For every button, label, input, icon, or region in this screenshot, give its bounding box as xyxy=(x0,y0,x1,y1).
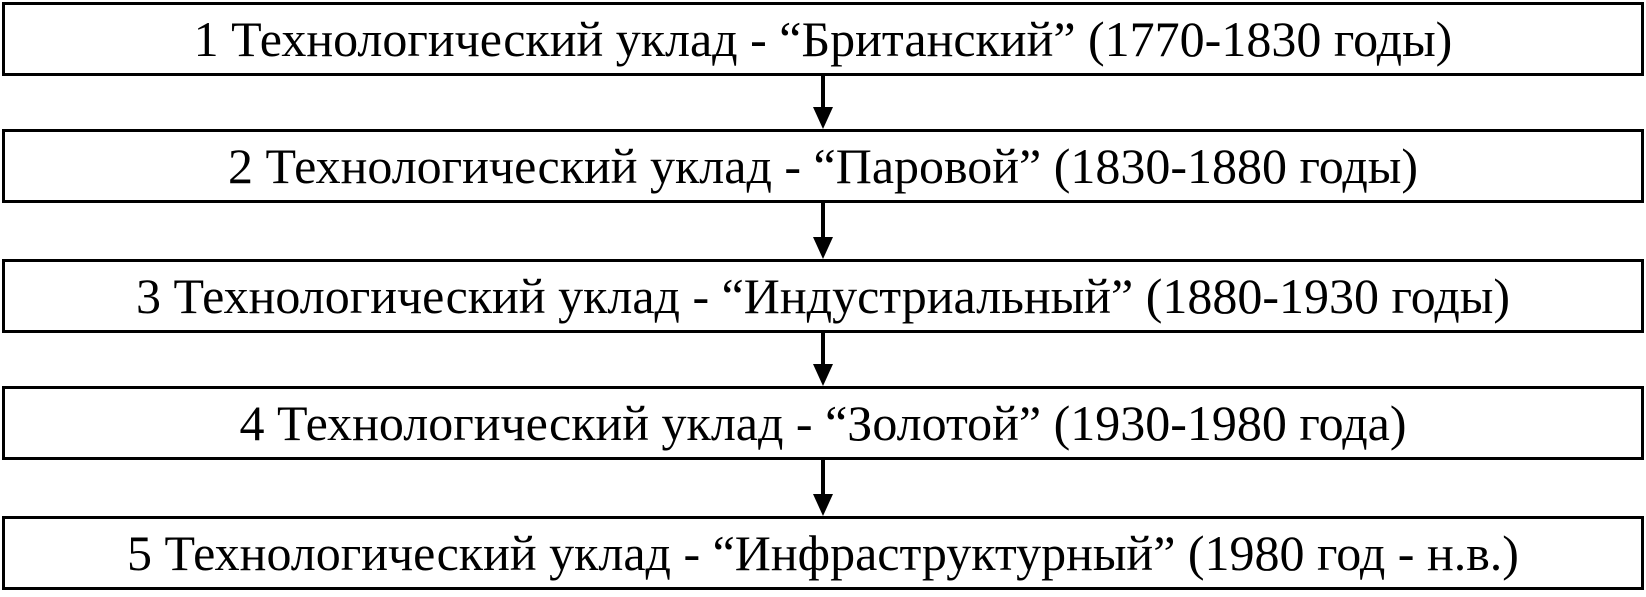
stage-box-1: 1 Технологический уклад - “Британский” (… xyxy=(2,2,1644,76)
flow-arrow-2 xyxy=(813,203,833,259)
stage-box-3: 3 Технологический уклад - “Индустриальны… xyxy=(2,259,1644,333)
arrow-down-icon xyxy=(813,237,833,259)
arrow-down-icon xyxy=(813,364,833,386)
stage-label-2: 2 Технологический уклад - “Паровой” (183… xyxy=(227,138,1419,194)
arrow-shaft xyxy=(821,76,825,107)
stage-label-3: 3 Технологический уклад - “Индустриальны… xyxy=(136,268,1510,324)
arrow-shaft xyxy=(821,460,825,494)
stage-label-5: 5 Технологический уклад - “Инфраструктур… xyxy=(127,525,1519,581)
flow-arrow-4 xyxy=(813,460,833,516)
stage-label-1: 1 Технологический уклад - “Британский” (… xyxy=(193,11,1453,67)
arrow-down-icon xyxy=(813,494,833,516)
arrow-down-icon xyxy=(813,107,833,129)
arrow-shaft xyxy=(821,333,825,364)
stage-box-5: 5 Технологический уклад - “Инфраструктур… xyxy=(2,516,1644,590)
stage-label-4: 4 Технологический уклад - “Золотой” (193… xyxy=(239,395,1407,451)
stage-box-4: 4 Технологический уклад - “Золотой” (193… xyxy=(2,386,1644,460)
flow-arrow-1 xyxy=(813,76,833,129)
arrow-shaft xyxy=(821,203,825,237)
flow-arrow-3 xyxy=(813,333,833,386)
stage-box-2: 2 Технологический уклад - “Паровой” (183… xyxy=(2,129,1644,203)
